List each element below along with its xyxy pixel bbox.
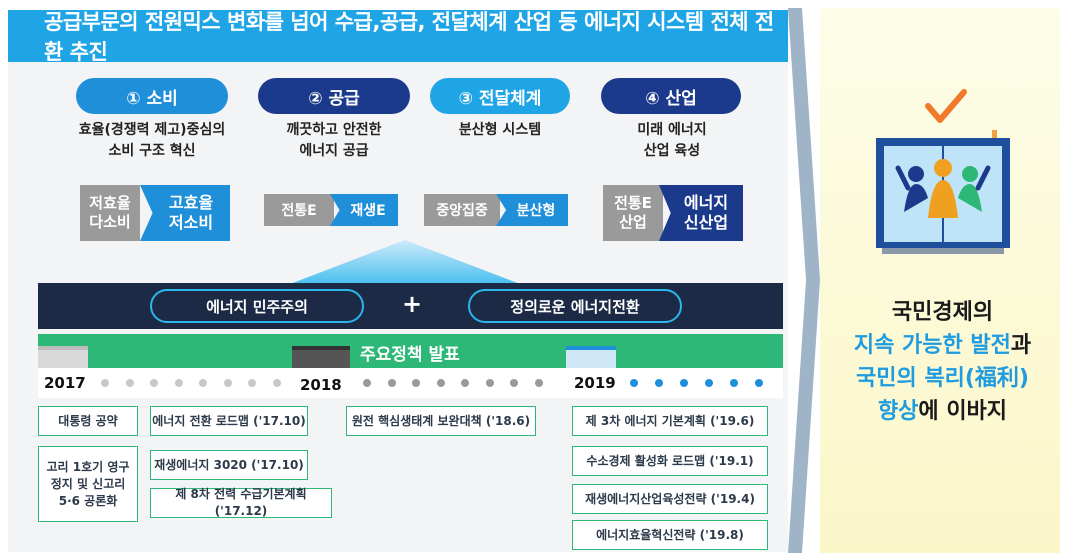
pillar-industry-label: ④ 산업	[601, 78, 741, 114]
timeline-dot	[461, 379, 469, 387]
policy-item: 제 8차 전력 수급기본계획 ('17.12)	[150, 487, 332, 518]
timeline-dot	[150, 379, 158, 387]
from-text: 전통E	[281, 203, 317, 219]
to-text: 분산형	[516, 203, 556, 219]
year-row-2017	[38, 368, 288, 398]
timeline-dot	[655, 379, 663, 387]
pillar-consumption-label: ① 소비	[76, 78, 228, 114]
to-box: 분산형	[496, 194, 568, 226]
policy-item: 수소경제 활성화 로드맵 ('19.1)	[572, 446, 768, 476]
timeline-dot	[510, 379, 518, 387]
year-2019: 2019	[574, 374, 616, 392]
right-panel	[820, 8, 1060, 553]
timeline-dot	[534, 379, 543, 387]
policy-item: 원전 핵심생태계 보완대책 ('18.6)	[346, 406, 536, 436]
caption-line: 효율(경쟁력 제고)중심의	[78, 122, 226, 138]
timeline-dot	[272, 379, 281, 387]
pillar-supply-label: ② 공급	[258, 78, 410, 114]
goal-text: 국민경제의 지속 가능한 발전과 국민의 복리(福利) 향상에 이바지	[830, 296, 1055, 428]
goal-suffix: 에 이바지	[918, 399, 1008, 424]
banner-title: 공급부문의 전원믹스 변화를 넘어 수급,공급, 전달체계 산업 등 에너지 시…	[8, 10, 788, 64]
timeline-dot	[363, 379, 371, 387]
timeline-dot	[436, 379, 445, 387]
timeline-dot	[125, 379, 134, 387]
to-text: 에너지	[683, 193, 729, 212]
policy-item: 재생에너지 3020 ('17.10)	[150, 450, 308, 480]
calendar-icon	[292, 346, 350, 368]
from-text: 중앙집중	[436, 203, 488, 219]
caption-line: 에너지 공급	[299, 143, 369, 159]
timeline-dot	[223, 379, 232, 387]
goal-suffix: 과	[1010, 333, 1032, 358]
from-text: 전통E	[614, 194, 652, 212]
policy-item: 재생에너지산업육성전략 ('19.4)	[572, 484, 768, 514]
principle-democracy: 에너지 민주주의	[150, 289, 364, 323]
timeline-dot	[730, 379, 738, 387]
pillar-consumption-caption: 효율(경쟁력 제고)중심의 소비 구조 혁신	[62, 120, 242, 162]
policy-item: 에너지 전환 로드맵 ('17.10)	[150, 406, 308, 436]
caption-line: 소비 구조 혁신	[108, 143, 196, 159]
calendar-icon	[566, 346, 616, 368]
policy-item: 대통령 공약	[38, 406, 138, 436]
caption-line: 미래 에너지	[637, 122, 707, 138]
timeline-dot	[755, 379, 763, 387]
timeline-dot	[485, 379, 494, 387]
year-2018: 2018	[300, 376, 342, 394]
calendar-icon	[38, 346, 88, 368]
to-text: 고효율	[168, 193, 214, 212]
from-text: 저효율	[89, 194, 131, 212]
goal-line: 향상에 이바지	[830, 395, 1055, 428]
up-arrow-glow	[290, 240, 520, 284]
goal-line: 국민경제의	[891, 300, 994, 325]
timeline-dot	[705, 379, 713, 387]
goal-highlight: 지속 가능한 발전	[853, 333, 1011, 358]
principle-just-transition: 정의로운 에너지전환	[468, 289, 682, 323]
timeline-dot	[680, 379, 688, 387]
timeline-dot	[199, 379, 207, 387]
caption-line: 깨끗하고 안전한	[286, 122, 382, 138]
policy-item: 제 3차 에너지 기본계획 ('19.6)	[572, 406, 768, 436]
book-people-icon	[876, 89, 1010, 254]
timeline-dot	[630, 379, 638, 387]
year-row-2019	[566, 368, 783, 398]
to-text: 재생E	[350, 203, 386, 219]
pillar-delivery-caption: 분산형 시스템	[410, 120, 590, 141]
pillar-delivery-label: ③ 전달체계	[430, 78, 570, 114]
policy-bar	[38, 334, 783, 368]
to-text: 신산업	[683, 213, 729, 232]
chevron-right-icon	[788, 8, 820, 553]
to-box: 재생E	[330, 194, 398, 226]
plus-icon: +	[401, 290, 423, 318]
from-box: 중앙집중	[424, 194, 500, 226]
timeline-dot	[248, 379, 256, 387]
caption-line: 분산형 시스템	[458, 122, 542, 138]
timeline-dot	[412, 379, 420, 387]
timeline-dot	[174, 379, 183, 387]
year-row-2018	[288, 368, 566, 398]
goal-line: 지속 가능한 발전과	[830, 329, 1055, 362]
from-box: 전통E	[264, 194, 334, 226]
goal-highlight: 향상	[877, 399, 919, 424]
goal-line: 국민의 복리(福利)	[856, 366, 1029, 391]
from-text: 다소비	[89, 213, 131, 231]
from-text: 산업	[619, 213, 647, 231]
pillar-industry-caption: 미래 에너지 산업 육성	[582, 120, 762, 162]
policy-bar-title: 주요정책 발표	[360, 345, 460, 365]
year-2017: 2017	[44, 374, 86, 392]
caption-line: 산업 육성	[643, 143, 701, 159]
policy-item: 고리 1호기 영구 정지 및 신고리 5·6 공론화	[38, 446, 138, 522]
timeline-dot	[387, 379, 396, 387]
policy-item: 에너지효율혁신전략 ('19.8)	[572, 520, 768, 550]
to-text: 저소비	[168, 213, 214, 232]
timeline-dot	[101, 379, 109, 387]
pillar-supply-caption: 깨끗하고 안전한 에너지 공급	[244, 120, 424, 162]
